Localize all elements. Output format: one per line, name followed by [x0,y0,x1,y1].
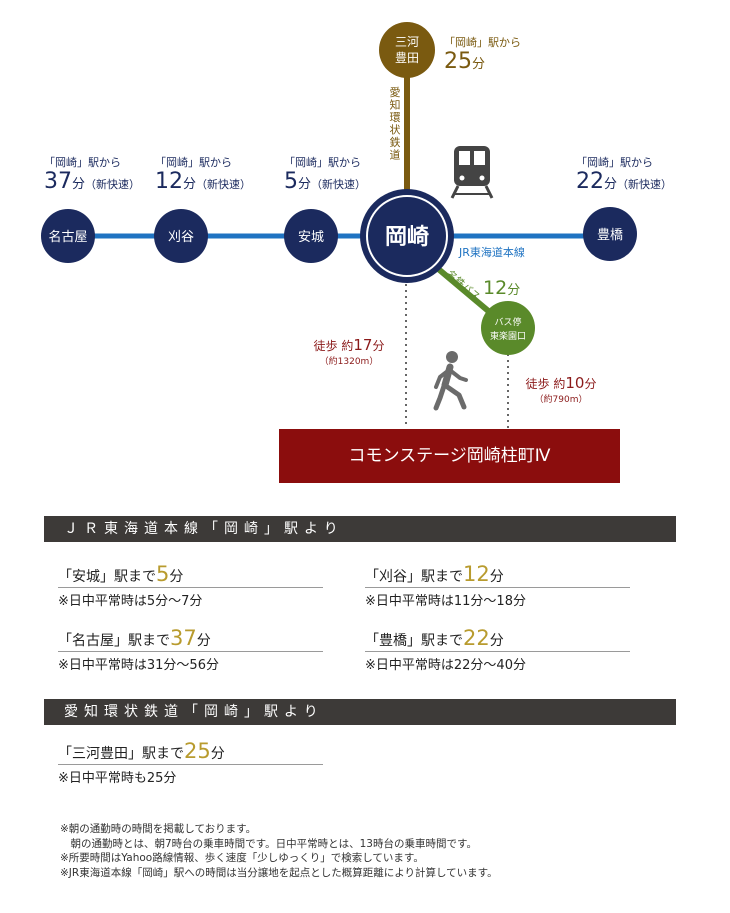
minutes: 12 [155,169,183,194]
entry-unit: 分 [196,633,211,649]
unit: 分 [472,57,486,72]
aichi-line-label: 愛知環状鉄道 [390,86,401,162]
destination-box: コモンステージ岡崎柱町Ⅳ [279,429,620,483]
unit: 分 [298,177,312,192]
station-label-okazaki: 岡崎 [385,225,429,250]
from-label: 「岡崎」駅から [444,36,521,49]
walking-person-icon [433,351,468,411]
time-kariya: 「岡崎」駅から 12分（新快速） [155,154,251,197]
jr-entry-nagoya: 「名古屋」駅まで37分 ※日中平常時は31分～56分 [58,626,323,673]
section-header-jr: ＪＲ東海道本線「岡崎」駅より [44,516,676,542]
walk-unit: 分 [372,339,385,353]
walk-station: 徒歩 約17分 （約1320m） [304,336,394,367]
route-diagram: 名古屋 刈谷 安城 豊橋 岡崎 三河豊田 バス停東楽園口 JR東海道本線 愛知環… [41,22,672,483]
station-okazaki-outer [360,189,454,283]
entry-unit: 分 [489,569,504,585]
station-label-mikawa-toyota: 三河豊田 [395,35,419,65]
entry-note: ※日中平常時は5分～7分 [58,594,203,609]
walk-unit: 分 [584,377,597,391]
route-map: 名古屋 刈谷 安城 豊橋 岡崎 三河豊田 バス停東楽園口 JR東海道本線 愛知環… [41,22,637,428]
station-label-toyohashi: 豊橋 [597,228,623,243]
footnote: ※所要時間はYahoo路線情報、歩く速度「少しゆっくり」で検索しています。 [60,852,424,864]
station-label-kariya: 刈谷 [168,230,194,245]
time-nagoya: 「岡崎」駅から 37分（新快速） [44,154,140,197]
walk-prefix: 徒歩 約 [313,339,354,353]
from-label: 「岡崎」駅から [155,156,232,169]
station-okazaki-ring [366,195,448,277]
station-kariya [154,209,208,263]
jr-entry-kariya: 「刈谷」駅まで12分 ※日中平常時は11分～18分 [365,562,630,609]
station-label-anjo: 安城 [298,230,324,245]
jr-line-label: JR東海道本線 [458,245,525,259]
entry-unit: 分 [210,746,225,762]
time-toyohashi: 「岡崎」駅から 22分（新快速） [576,154,672,197]
minutes: 12 [483,277,508,299]
minutes: 5 [284,169,298,194]
unit: 分 [507,283,521,298]
service-note: （新快速） [617,178,673,191]
entry-minutes: 25 [184,739,211,763]
minutes: 37 [44,169,72,194]
station-toyohashi [583,207,637,261]
bus-line-label: 名鉄バス [444,267,483,303]
unit: 分 [183,177,197,192]
entry-minutes: 12 [463,562,490,586]
station-label-nagoya: 名古屋 [48,229,87,245]
from-label: 「岡崎」駅から [44,156,121,169]
unit: 分 [72,177,86,192]
entry-note: ※日中平常時は22分～40分 [365,658,526,673]
entry-note: ※日中平常時は11分～18分 [365,594,526,609]
entry-head: 「豊橋」駅まで [365,633,463,649]
service-note: （新快速） [311,178,367,191]
walk-distance: （約790m） [534,395,588,405]
entry-head: 「安城」駅まで [58,569,156,585]
service-note: （新快速） [85,178,141,191]
entry-unit: 分 [489,633,504,649]
bus-stop-label: バス停東楽園口 [490,316,526,342]
time-bus: 12分 [483,276,520,303]
from-label: 「岡崎」駅から [576,156,653,169]
jr-entry-anjo: 「安城」駅まで5分 ※日中平常時は5分～7分 [58,562,323,609]
station-mikawa-toyota [379,22,435,78]
footnote: ※朝の通勤時の時間を掲載しております。 [60,823,257,835]
destination-label: コモンステージ岡崎柱町Ⅳ [348,446,551,466]
entry-minutes: 5 [156,562,170,586]
minutes: 22 [576,169,604,194]
entry-note: ※日中平常時も25分 [58,771,177,786]
jr-entry-toyohashi: 「豊橋」駅まで22分 ※日中平常時は22分～40分 [365,626,630,673]
footnotes: ※朝の通勤時の時間を掲載しております。 朝の通勤時とは、朝7時台の乗車時間です。… [60,822,498,880]
aichi-entry-mikawa-toyota: 「三河豊田」駅まで25分 ※日中平常時も25分 [58,739,323,786]
time-mikawa-toyota: 「岡崎」駅から 25分 [444,34,521,77]
walk-minutes: 10 [565,374,585,392]
from-label: 「岡崎」駅から [284,156,361,169]
footnote: 朝の通勤時とは、朝7時台の乗車時間です。日中平常時とは、13時台の乗車時間です。 [60,837,477,850]
entry-note: ※日中平常時は31分～56分 [58,658,219,673]
entry-minutes: 37 [170,626,197,650]
walk-minutes: 17 [353,336,373,354]
station-anjo [284,209,338,263]
service-note: （新快速） [196,178,252,191]
walk-prefix: 徒歩 約 [525,377,566,391]
station-nagoya [41,209,95,263]
time-anjo: 「岡崎」駅から 5分（新快速） [284,154,366,197]
walk-distance: （約1320m） [319,357,379,367]
walk-bus: 徒歩 約10分 （約790m） [516,374,606,405]
footnote: ※JR東海道本線「岡崎」駅への時間は当分譲地を起点とした概算距離により計算してい… [60,866,498,879]
entry-unit: 分 [169,569,184,585]
entry-minutes: 22 [463,626,490,650]
entry-head: 「名古屋」駅まで [58,633,170,649]
minutes: 25 [444,49,472,74]
unit: 分 [604,177,618,192]
train-icon [450,146,494,199]
bus-stop-circle [481,301,535,355]
section-header-aichi: 愛知環状鉄道「岡崎」駅より [44,699,676,725]
entry-head: 「刈谷」駅まで [365,569,463,585]
entry-head: 「三河豊田」駅まで [58,746,184,762]
